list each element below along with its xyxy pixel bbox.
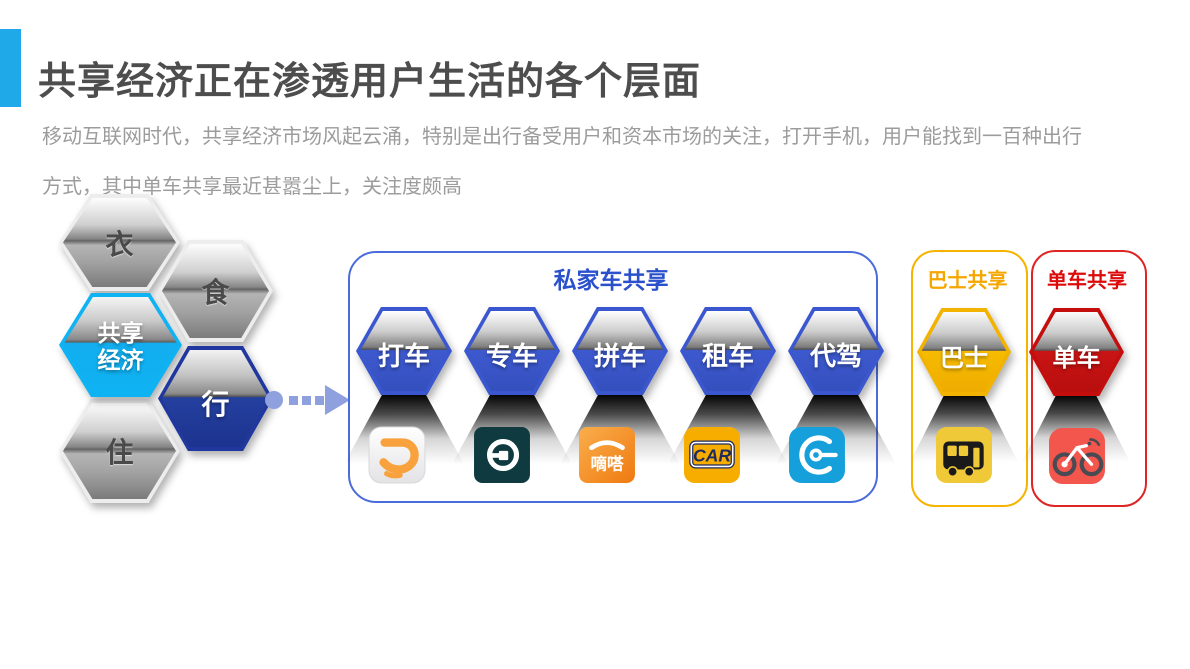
hexagon-clothing: 衣: [59, 194, 180, 291]
hexagon-car-rental: 租车: [680, 307, 776, 395]
hexagon-sharing-economy-label: 共享 经济: [97, 320, 144, 373]
private-car-sharing-title: 私家车共享: [553, 267, 669, 293]
bus-app-icon: [935, 426, 993, 484]
hexagon-travel-label: 行: [201, 388, 230, 420]
hexagon-housing-label: 住: [105, 437, 134, 468]
title-accent-bar: [0, 29, 21, 107]
arrow-dash: [315, 396, 324, 405]
mobike-app-icon: [1047, 427, 1107, 485]
hexagon-food: 食: [158, 240, 273, 342]
hexagon-taxi-label: 打车: [377, 340, 430, 371]
bus-sharing-title: 巴士共享: [927, 270, 1008, 292]
page-subtitle: 移动互联网时代，共享经济市场风起云涌，特别是出行备受用户和资本市场的关注，打开手…: [42, 112, 1152, 212]
hexagon-housing: 住: [59, 399, 180, 503]
hexagon-chauffeur: 专车: [464, 307, 560, 395]
hexagon-sharing-economy: 共享 经济: [59, 293, 182, 397]
hexagon-designated-driving: 代驾: [788, 307, 884, 395]
hexagon-bus: 巴士: [917, 308, 1011, 396]
hexagon-carpool-label: 拼车: [593, 340, 646, 371]
hexagon-bus-label: 巴士: [940, 344, 988, 372]
hexagon-carpool: 拼车: [572, 307, 668, 395]
hexagon-bike-label: 单车: [1052, 344, 1101, 372]
dida-icon-text: 嘀嗒: [590, 454, 624, 474]
hexagon-taxi: 打车: [356, 307, 452, 395]
dida-app-icon: 嘀嗒: [578, 426, 636, 484]
edaijia-app-icon: [788, 426, 846, 484]
arrow-dash: [289, 396, 298, 405]
bike-sharing-title: 单车共享: [1047, 270, 1127, 292]
car-inc-app-icon: CAR: [683, 426, 741, 484]
hexagon-bike: 单车: [1029, 308, 1124, 396]
uber-app-icon: [473, 426, 531, 484]
arrow-dash: [302, 396, 311, 405]
page-title: 共享经济正在渗透用户生活的各个层面: [38, 61, 702, 103]
hexagon-chauffeur-label: 专车: [485, 340, 538, 371]
subtitle-line-1: 移动互联网时代，共享经济市场风起云涌，特别是出行备受用户和资本市场的关注，打开手…: [42, 126, 1082, 148]
subtitle-line-2: 方式，其中单车共享最近甚嚣尘上，关注度颇高: [42, 176, 462, 198]
hexagon-clothing-label: 衣: [105, 228, 134, 260]
hexagon-car-rental-label: 租车: [701, 340, 754, 371]
car-inc-icon-text: CAR: [693, 446, 731, 466]
didi-app-icon: [368, 426, 426, 484]
arrow-dot: [265, 391, 283, 409]
hexagon-food-label: 食: [201, 277, 230, 308]
arrow-head-icon: [325, 385, 350, 415]
hexagon-designated-driving-label: 代驾: [809, 340, 862, 371]
hexagon-travel: 行: [158, 346, 273, 451]
